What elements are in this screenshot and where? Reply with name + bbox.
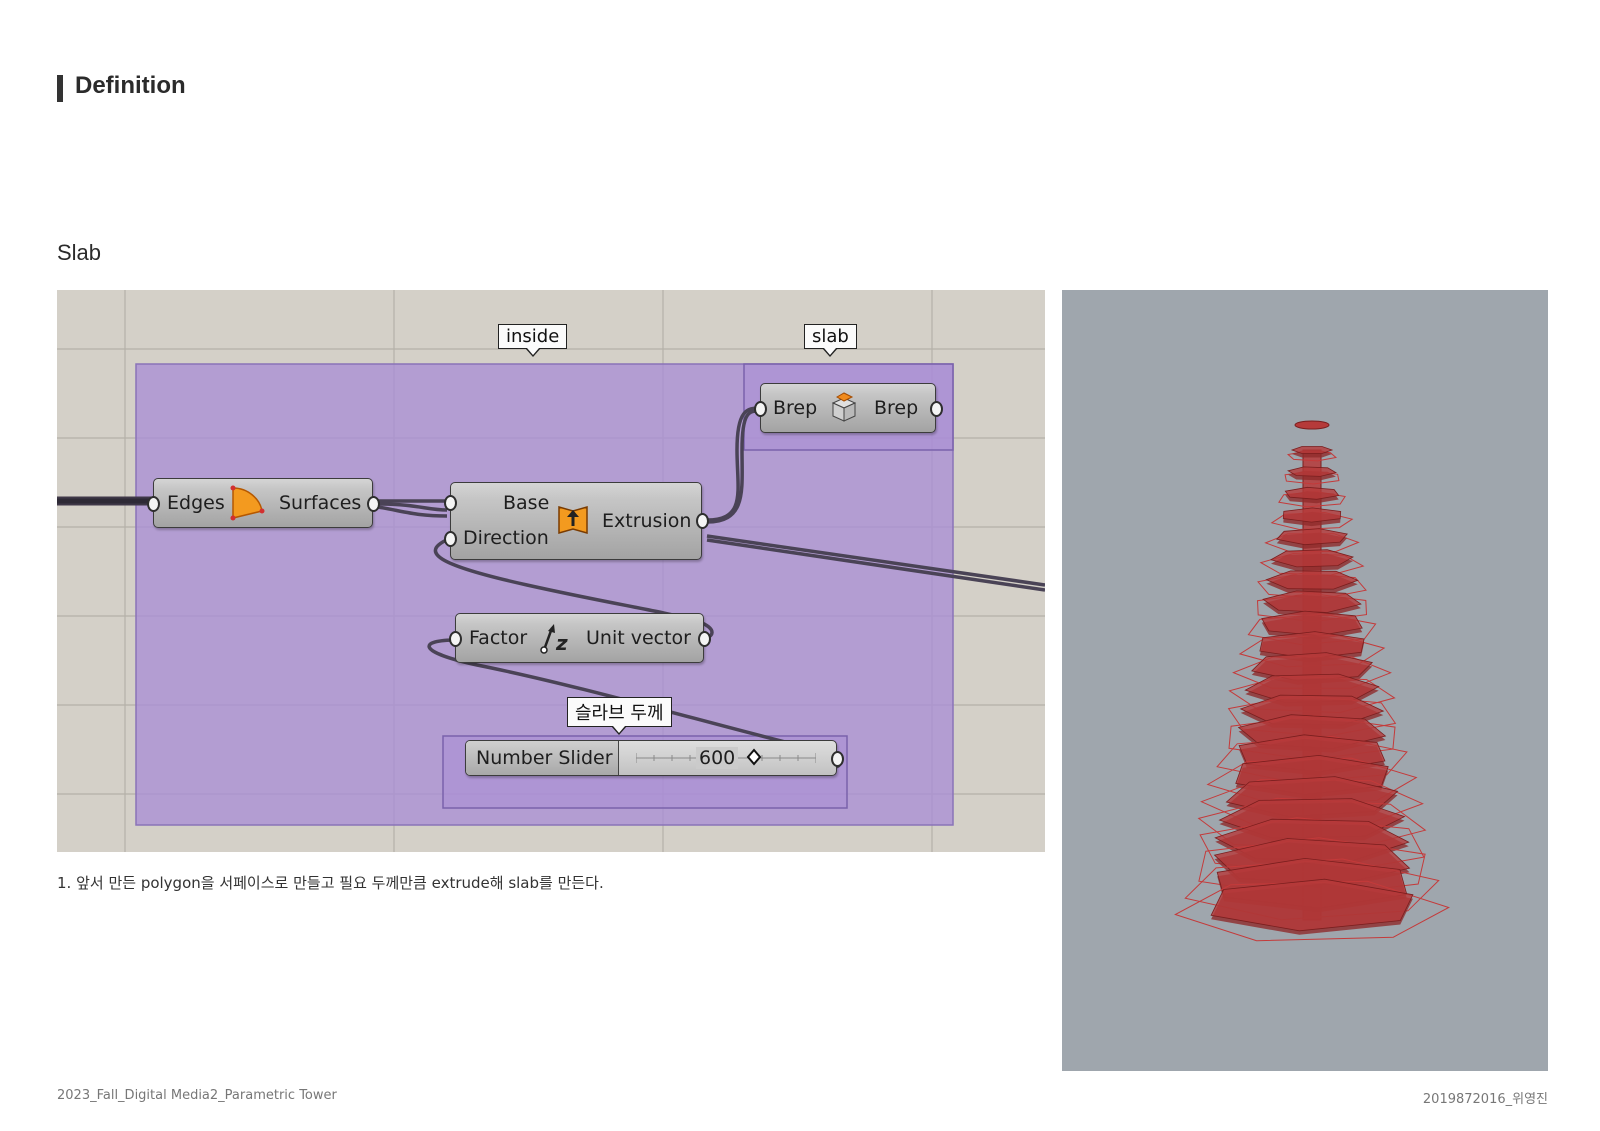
number-slider[interactable]: Number Slider 600 [465,740,844,776]
footer-author: 2019872016_위영진 [1422,1092,1548,1107]
extrusion-output-label: Extrusion [602,510,692,532]
brep-input-port[interactable] [754,401,767,417]
slab [1262,590,1362,613]
edges-input-port[interactable] [147,496,160,512]
section-title: Slab [57,240,102,265]
footer-project: 2023_Fall_Digital Media2_Parametric Towe… [57,1088,337,1103]
edges-input-label: Edges [167,492,225,514]
unit-vector-output-label: Unit vector [586,627,691,649]
brep-output-port[interactable] [930,401,943,417]
group-tag-slab[interactable]: slab [804,324,857,357]
grasshopper-canvas[interactable]: inside slab 슬라브 두께 Brep Brep Edges [57,290,1045,852]
slab [1250,652,1374,682]
title-accent-bar [57,75,63,102]
base-input-label: Base [503,492,550,514]
direction-input-label: Direction [463,527,549,549]
svg-text:z: z [555,631,568,654]
factor-input-port[interactable] [449,631,462,647]
red-tower-render [1174,420,1450,942]
slider-output-port[interactable] [831,751,844,767]
rhino-viewport[interactable] [1062,290,1548,1071]
page-title: Definition [75,72,186,99]
slab-outline [1198,837,1426,899]
slab-outline [1284,470,1340,485]
slab [1265,570,1359,590]
slab [1287,466,1337,477]
unit-vector-output-port[interactable] [698,631,711,647]
slab-outline [1199,817,1425,875]
slab [1276,528,1348,546]
brep-input-label: Brep [773,397,818,419]
boundary-surfaces-component[interactable]: Edges Surfaces [147,478,380,528]
brep-output-label: Brep [874,397,919,419]
slab [1261,610,1363,637]
caption: 1. 앞서 만든 polygon을 서페이스로 만들고 필요 두께만큼 extr… [57,874,604,892]
unit-z-component[interactable]: Factor z Unit vector [449,613,711,663]
slab [1259,631,1365,659]
slab-outline [1174,880,1450,942]
slab [1269,549,1355,568]
tower-cap [1294,420,1330,430]
extrude-component[interactable]: Base Direction Extrusion [444,482,709,560]
surfaces-output-label: Surfaces [279,492,362,514]
slab [1290,446,1334,454]
extrusion-output-port[interactable] [696,513,709,529]
base-input-port[interactable] [444,495,457,511]
slab-outline [1286,450,1338,462]
brep-component[interactable]: Brep Brep [754,383,943,433]
group-tag-slab-thickness[interactable]: 슬라브 두께 [567,697,672,735]
slab [1282,507,1342,523]
slab [1210,878,1414,932]
group-tag-inside[interactable]: inside [498,324,568,357]
direction-input-port[interactable] [444,531,457,547]
slider-label: Number Slider [476,747,613,769]
surfaces-output-port[interactable] [367,496,380,512]
slider-value: 600 [696,747,739,769]
slab [1284,486,1340,500]
factor-input-label: Factor [469,627,528,649]
slab-outline [1278,491,1346,508]
slab-outline [1184,858,1440,921]
slider-label-box [466,741,619,775]
